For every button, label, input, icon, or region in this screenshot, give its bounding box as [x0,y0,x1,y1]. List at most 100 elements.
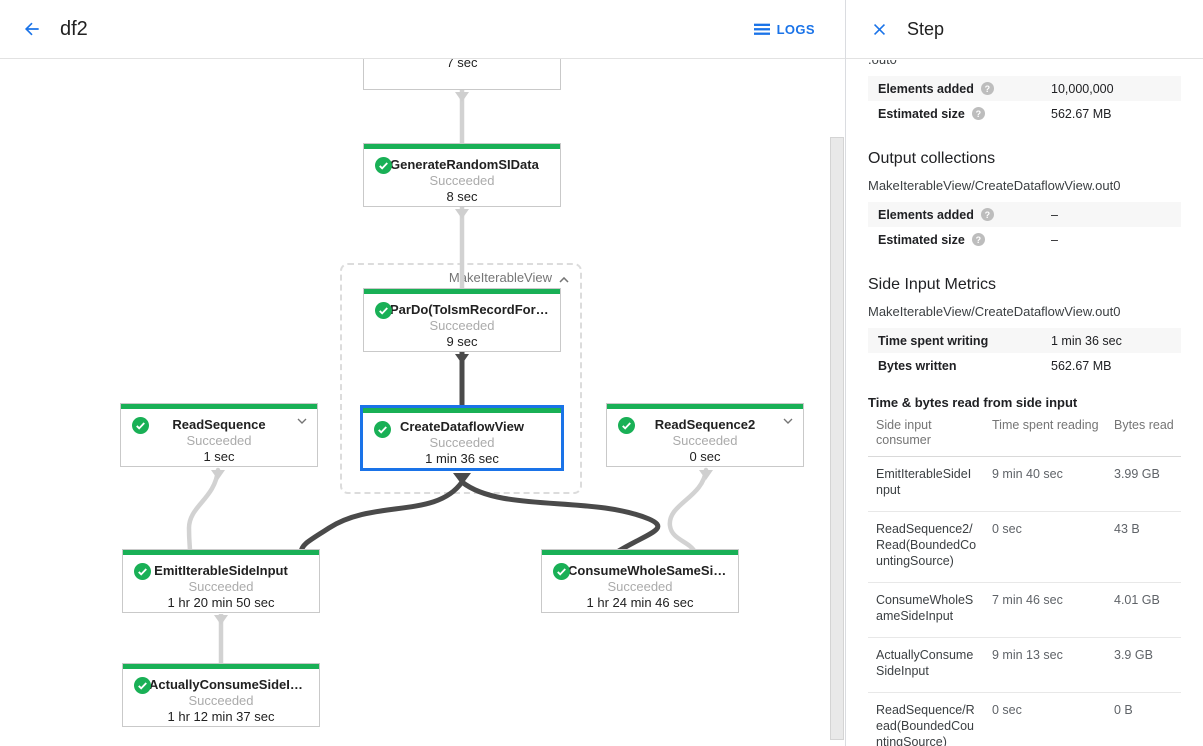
node-title: ConsumeWholeSameSi… [568,563,727,578]
node-status-bar [607,404,803,409]
node-duration: 1 hr 12 min 37 sec [167,709,275,724]
side-input-write-metrics: Time spent writing 1 min 36 sec Bytes wr… [868,328,1181,378]
metric-row: Bytes written 562.67 MB [868,353,1181,378]
node-status-bar [363,408,561,413]
help-icon[interactable]: ? [980,82,994,95]
edge-arrow [455,209,469,219]
step-panel-header: Step [846,0,1203,59]
node-duration: 0 sec [689,449,721,464]
edge-readsequence2-to-consume [667,467,709,555]
node-readsequence2[interactable]: ReadSequence2 Succeeded 0 sec [606,403,804,467]
node-duration: 1 sec [203,449,235,464]
node-emititerablesideinput[interactable]: EmitIterableSideInput Succeeded 1 hr 20 … [122,549,320,613]
job-toolbar: df2 LOGS [0,0,845,59]
help-icon[interactable]: ? [971,107,985,120]
node-title: ReadSequence [172,417,266,432]
node-status-bar [123,550,319,555]
table-row: EmitIterableSideInput 9 min 40 sec 3.99 … [868,456,1181,512]
col-side-input-consumer: Side input consumer [868,412,984,457]
cell-bytes: 3.99 GB [1106,456,1181,512]
cell-consumer: ReadSequence2/Read(BoundedCountingSource… [868,511,984,583]
pipeline-edges [186,90,713,666]
expand-node-icon[interactable] [780,413,796,429]
metric-row: Time spent writing 1 min 36 sec [868,328,1181,353]
metric-row: Elements added ? – [868,202,1181,227]
node-status: Succeeded [186,433,252,448]
side-input-table-heading: Time & bytes read from side input [868,395,1078,410]
node-duration: 1 hr 20 min 50 sec [167,595,275,610]
logs-list-icon [753,23,770,35]
cell-time: 0 sec [984,692,1106,746]
output-collections-heading: Output collections [868,150,996,167]
metric-value: 1 min 36 sec [1051,333,1122,348]
metric-label: Bytes written [878,358,957,373]
metric-value: 562.67 MB [1051,358,1112,373]
node-actuallyconsumesideinput[interactable]: ActuallyConsumeSideI… Succeeded 1 hr 12 … [122,663,320,727]
node-duration: 1 hr 24 min 46 sec [586,595,694,610]
node-status: Succeeded [429,435,495,450]
metric-value: 562.67 MB [1051,106,1112,121]
expand-node-icon[interactable] [294,413,310,429]
node-pardo-toismrecord[interactable]: ParDo(ToIsmRecordFor… Succeeded 9 sec [363,288,561,352]
cell-time: 0 sec [984,511,1106,583]
graph-vertical-scrollbar[interactable] [830,137,844,740]
success-check-icon [553,563,570,580]
success-check-icon [374,421,391,438]
pipeline-graph-canvas: MakeIterableView [120,26,844,740]
side-input-read-table: Side input consumer Time spent reading B… [868,412,1181,746]
node-readsequence[interactable]: ReadSequence Succeeded 1 sec [120,403,318,467]
cell-time: 9 min 40 sec [984,456,1106,512]
node-title: ReadSequence2 [654,417,756,432]
cell-time: 7 min 46 sec [984,582,1106,638]
collapse-group-icon[interactable] [556,272,572,288]
edge-createview-to-consume [459,479,661,555]
help-icon[interactable]: ? [980,208,994,221]
table-header-row: Side input consumer Time spent reading B… [868,412,1181,457]
node-status: Succeeded [607,579,673,594]
table-row: ReadSequence/Read(BoundedCountingSource)… [868,692,1181,746]
metric-value: – [1051,232,1058,247]
clipped-collection-name: .out0 [868,60,1181,69]
metric-row: Elements added ? 10,000,000 [868,76,1181,101]
cell-bytes: 4.01 GB [1106,582,1181,638]
side-input-collection-name: MakeIterableView/CreateDataflowView.out0 [868,304,1121,319]
edge-arrow [211,470,225,480]
metric-label: Estimated size [878,232,965,247]
edge-createview-to-emit [298,479,465,555]
node-status: Succeeded [429,173,495,188]
back-arrow-icon[interactable] [16,13,48,45]
job-name: df2 [60,17,88,40]
cell-consumer: ReadSequence/Read(BoundedCountingSource) [868,692,984,746]
cell-bytes: 0 B [1106,692,1181,746]
node-consumewholesamesideinput[interactable]: ConsumeWholeSameSi… Succeeded 1 hr 24 mi… [541,549,739,613]
col-time-spent-reading: Time spent reading [984,412,1106,457]
success-check-icon [132,417,149,434]
node-createdataflowview-selected[interactable]: CreateDataflowView Succeeded 1 min 36 se… [360,405,564,471]
edge-arrow [455,354,469,364]
success-check-icon [375,302,392,319]
cell-consumer: ConsumeWholeSameSideInput [868,582,984,638]
node-title: ActuallyConsumeSideI… [149,677,303,692]
node-status: Succeeded [188,579,254,594]
metric-label: Estimated size [878,106,965,121]
edge-arrow [453,473,471,485]
logs-button[interactable]: LOGS [753,22,815,37]
node-title: ParDo(ToIsmRecordFor… [390,302,549,317]
node-generaterandomsidata[interactable]: GenerateRandomSIData Succeeded 8 sec [363,143,561,207]
edge-arrow [455,92,469,102]
node-status-bar [364,144,560,149]
node-duration: 1 min 36 sec [425,451,499,466]
close-icon[interactable] [864,14,894,44]
cell-time: 9 min 13 sec [984,637,1106,693]
input-collection-metrics: Elements added ? 10,000,000 Estimated si… [868,76,1181,126]
node-status-bar [542,550,738,555]
help-icon[interactable]: ? [971,233,985,246]
success-check-icon [375,157,392,174]
node-title: GenerateRandomSIData [390,157,539,172]
node-status: Succeeded [188,693,254,708]
node-status: Succeeded [429,318,495,333]
group-label: MakeIterableView [448,270,552,285]
output-collection-name: MakeIterableView/CreateDataflowView.out0 [868,178,1121,193]
metric-row: Estimated size ? 562.67 MB [868,101,1181,126]
